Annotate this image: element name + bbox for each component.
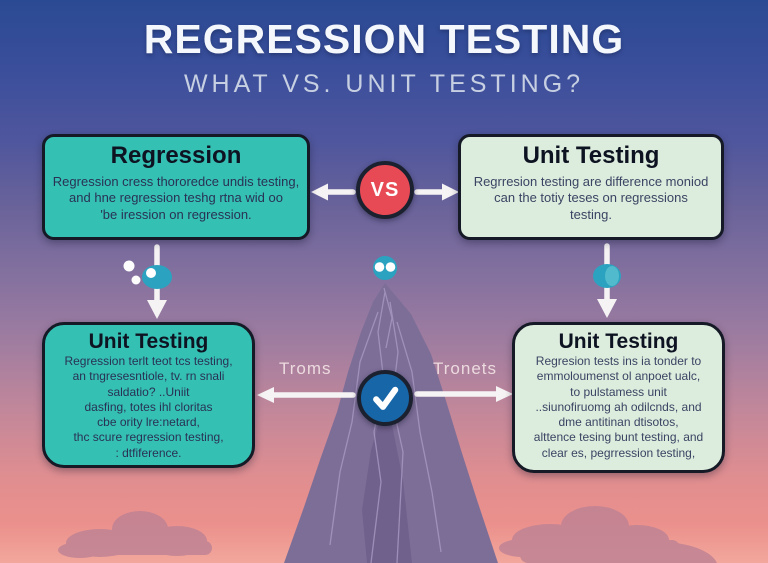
arrow-down-right (597, 243, 617, 318)
page-subtitle: WHAT VS. UNIT TESTING? (183, 70, 585, 98)
card-unit-testing-bottom-right-body: Regresion tests ins ia tonder to emmolou… (515, 354, 722, 461)
body-line: dasfing, totes ihl cloritas (84, 399, 213, 414)
body-line: an tngresesntiole, tv. rn snali (72, 369, 225, 384)
card-unit-testing-top-title: Unit Testing (522, 142, 660, 169)
body-line: cbe ority lre:netard, (97, 415, 200, 430)
card-regression-body: Regression cress thororedce undis testin… (45, 174, 307, 224)
label-troms: Troms (279, 359, 332, 378)
body-line: Regresion tests ins ia tonder to (535, 354, 702, 369)
body-line: to pulstamess unit (570, 384, 667, 399)
vs-badge: VS (356, 161, 414, 219)
header: REGRESSION TESTING WHAT VS. UNIT TESTING… (0, 16, 768, 99)
dot-right (593, 264, 621, 288)
card-unit-testing-bottom-left-title: Unit Testing (88, 330, 209, 353)
card-regression: Regression Regression cress thororedce u… (42, 134, 310, 240)
arrow-left-from-vs (311, 183, 356, 201)
body-line: can the totiy teses on regressions (494, 190, 688, 206)
body-line: and hne regression teshg rtna wid oo (69, 190, 283, 206)
body-line: 'be iression on regression. (100, 207, 252, 223)
body-line: clear es, pegrression testing, (541, 445, 696, 460)
body-line: testing. (570, 207, 612, 223)
dot-cluster-left (123, 260, 172, 289)
card-regression-title: Regression (110, 142, 242, 169)
checkmark-icon (373, 386, 399, 410)
body-line: saldatio? ..Uniit (107, 384, 190, 399)
vs-badge-label: VS (370, 178, 400, 201)
body-line: Regression terlt teot tcs testing, (64, 354, 233, 369)
card-unit-testing-bottom-right-title: Unit Testing (558, 330, 679, 353)
body-line: : dtfiference. (115, 445, 182, 460)
body-line: thc scure regression testing, (73, 430, 224, 445)
arrow-right-from-check (414, 386, 513, 402)
card-unit-testing-bottom-right: Unit Testing Regresion tests ins ia tond… (512, 322, 725, 473)
body-line: dme antitinan dtisotos, (558, 415, 679, 430)
body-line: emmoloumenst ol anpoet ualc, (536, 369, 701, 384)
body-line: ..siunofiruomg ah odilcnds, and (535, 399, 702, 414)
page-title: REGRESSION TESTING (143, 16, 625, 62)
dot-cluster-middle (373, 256, 397, 280)
cloud-right (499, 506, 717, 563)
arrow-right-from-vs (414, 183, 459, 201)
card-unit-testing-top-body: Regrresion testing are difference moniod… (461, 174, 721, 224)
label-tronets: Tronets (433, 359, 498, 378)
card-unit-testing-bottom-left: Unit Testing Regression terlt teot tcs t… (42, 322, 255, 468)
check-badge (357, 370, 413, 426)
card-unit-testing-top: Unit Testing Regrresion testing are diff… (458, 134, 724, 240)
cloud-left (58, 511, 212, 558)
card-unit-testing-bottom-left-body: Regression terlt teot tcs testing, an tn… (45, 354, 252, 461)
arrow-down-left (147, 244, 167, 319)
body-line: Regression cress thororedce undis testin… (52, 173, 300, 189)
body-line: alttence tesing bunt testing, and (533, 430, 704, 445)
arrow-left-from-check (257, 387, 356, 403)
body-line: Regrresion testing are difference moniod (473, 173, 709, 189)
